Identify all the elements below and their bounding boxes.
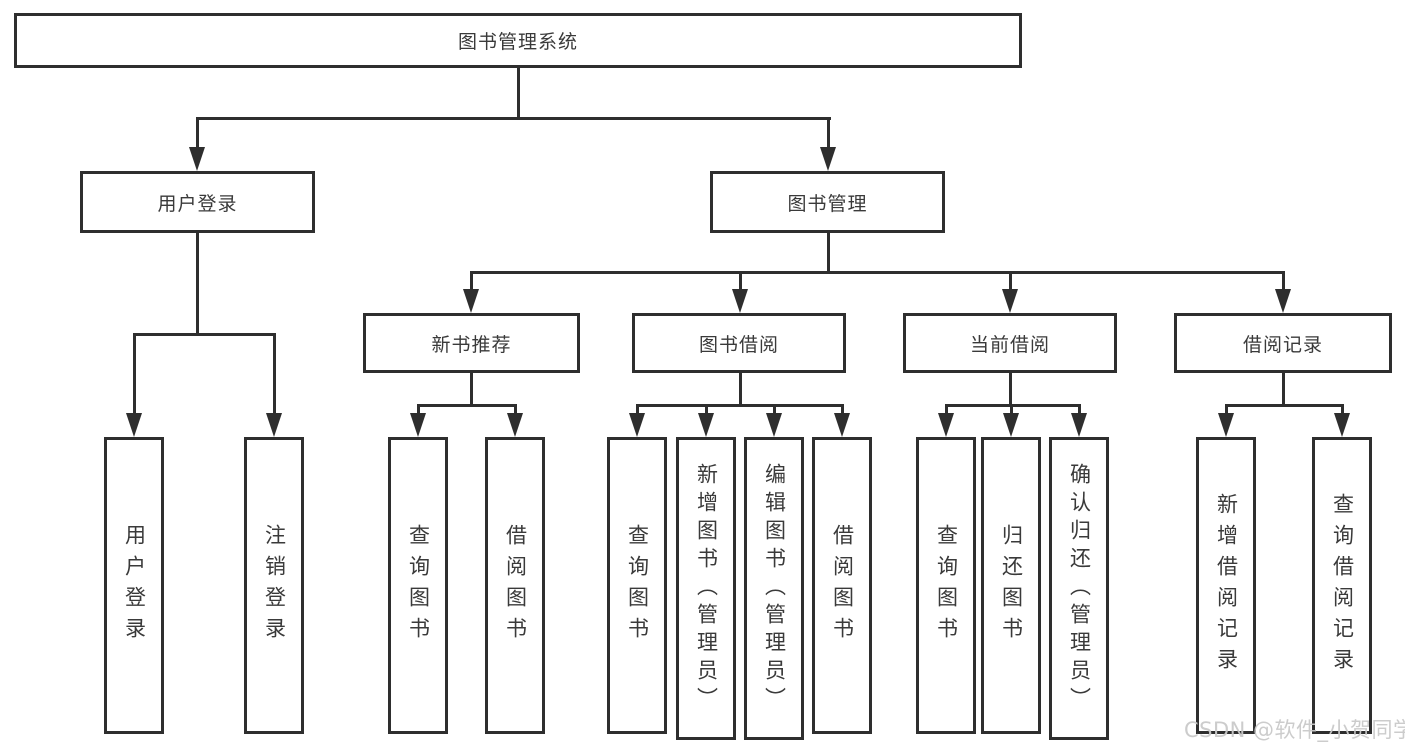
- connector-vline: [635, 404, 639, 414]
- leaf-label: 注销登录: [262, 523, 287, 648]
- leaf-query-books-borrow: 查询图书: [607, 437, 667, 734]
- leaf-logout: 注销登录: [244, 437, 304, 734]
- leaf-borrow-books-recommend: 借阅图书: [485, 437, 545, 734]
- connector-vline: [1224, 404, 1228, 414]
- connector-arrowhead: [507, 413, 523, 437]
- leaf-label: 新增借阅记录: [1214, 492, 1239, 679]
- connector-vline: [1281, 271, 1285, 290]
- leaf-confirm-return-admin: 确认归还（管理员）: [1049, 437, 1109, 740]
- connector-vline: [513, 404, 517, 414]
- connector-arrowhead: [126, 413, 142, 437]
- connector-vline: [704, 404, 708, 414]
- connector-vline: [1281, 373, 1285, 406]
- node-label: 当前借阅: [969, 333, 1050, 356]
- connector-vline: [1008, 271, 1012, 290]
- connector-hline: [195, 117, 831, 120]
- connector-hline: [469, 271, 1285, 274]
- leaf-label: 确认归还（管理员）: [1067, 462, 1092, 715]
- connector-arrowhead: [698, 413, 714, 437]
- node-current-borrowing: 当前借阅: [903, 313, 1117, 373]
- leaf-label: 查询图书: [625, 523, 650, 648]
- connector-vline: [826, 117, 830, 148]
- connector-vline: [416, 404, 420, 414]
- connector-hline: [132, 333, 276, 336]
- leaf-label: 归还图书: [999, 523, 1024, 648]
- connector-vline: [195, 233, 199, 335]
- leaf-add-books-admin: 新增图书（管理员）: [676, 437, 736, 740]
- connector-vline: [840, 404, 844, 414]
- node-label: 图书管理: [787, 192, 868, 215]
- node-book-borrowing: 图书借阅: [632, 313, 846, 373]
- leaf-query-borrow-record: 查询借阅记录: [1312, 437, 1372, 734]
- leaf-borrow-books: 借阅图书: [812, 437, 872, 734]
- connector-arrowhead: [1275, 289, 1291, 313]
- connector-arrowhead: [834, 413, 850, 437]
- connector-vline: [516, 68, 520, 118]
- connector-arrowhead: [1334, 413, 1350, 437]
- connector-hline: [944, 404, 1081, 407]
- connector-vline: [195, 117, 199, 148]
- leaf-label: 查询图书: [934, 523, 959, 648]
- connector-vline: [469, 373, 473, 406]
- connector-vline: [738, 271, 742, 290]
- connector-arrowhead: [1071, 413, 1087, 437]
- connector-vline: [1340, 404, 1344, 414]
- connector-vline: [1077, 404, 1081, 414]
- leaf-label: 借阅图书: [503, 523, 528, 648]
- connector-vline: [1008, 373, 1012, 406]
- connector-arrowhead: [1218, 413, 1234, 437]
- leaf-label: 查询图书: [406, 523, 431, 648]
- leaf-user-login: 用户登录: [104, 437, 164, 734]
- connector-vline: [272, 333, 276, 414]
- leaf-query-books-recommend: 查询图书: [388, 437, 448, 734]
- node-label: 新书推荐: [431, 333, 512, 356]
- leaf-return-books: 归还图书: [981, 437, 1041, 734]
- connector-arrowhead: [938, 413, 954, 437]
- connector-arrowhead: [1002, 289, 1018, 313]
- leaf-label: 查询借阅记录: [1330, 492, 1355, 679]
- connector-arrowhead: [1003, 413, 1019, 437]
- connector-arrowhead: [766, 413, 782, 437]
- node-root-library-system: 图书管理系统: [14, 13, 1022, 68]
- leaf-label: 新增图书（管理员）: [694, 462, 719, 715]
- leaf-edit-books-admin: 编辑图书（管理员）: [744, 437, 804, 740]
- leaf-label: 用户登录: [122, 523, 147, 648]
- connector-arrowhead: [266, 413, 282, 437]
- connector-arrowhead: [732, 289, 748, 313]
- connector-vline: [469, 271, 473, 290]
- leaf-label: 编辑图书（管理员）: [762, 462, 787, 715]
- connector-vline: [772, 404, 776, 414]
- watermark-text: CSDN @软件_小贺同学: [1184, 718, 1405, 742]
- connector-arrowhead: [189, 147, 205, 171]
- node-label: 用户登录: [157, 192, 238, 215]
- connector-arrowhead: [820, 147, 836, 171]
- connector-vline: [738, 373, 742, 406]
- node-label: 借阅记录: [1242, 333, 1323, 356]
- connector-arrowhead: [410, 413, 426, 437]
- connector-vline: [132, 333, 136, 414]
- node-user-login: 用户登录: [80, 171, 315, 233]
- leaf-label: 借阅图书: [830, 523, 855, 648]
- node-label: 图书借阅: [698, 333, 779, 356]
- node-borrowing-records: 借阅记录: [1174, 313, 1392, 373]
- connector-vline: [1009, 404, 1013, 414]
- connector-arrowhead: [463, 289, 479, 313]
- connector-arrowhead: [629, 413, 645, 437]
- leaf-query-books-current: 查询图书: [916, 437, 976, 734]
- connector-vline: [944, 404, 948, 414]
- connector-hline: [416, 404, 517, 407]
- node-label: 图书管理系统: [457, 31, 578, 53]
- node-book-management: 图书管理: [710, 171, 945, 233]
- node-new-book-recommendation: 新书推荐: [363, 313, 580, 373]
- connector-vline: [826, 233, 830, 273]
- leaf-add-borrow-record: 新增借阅记录: [1196, 437, 1256, 734]
